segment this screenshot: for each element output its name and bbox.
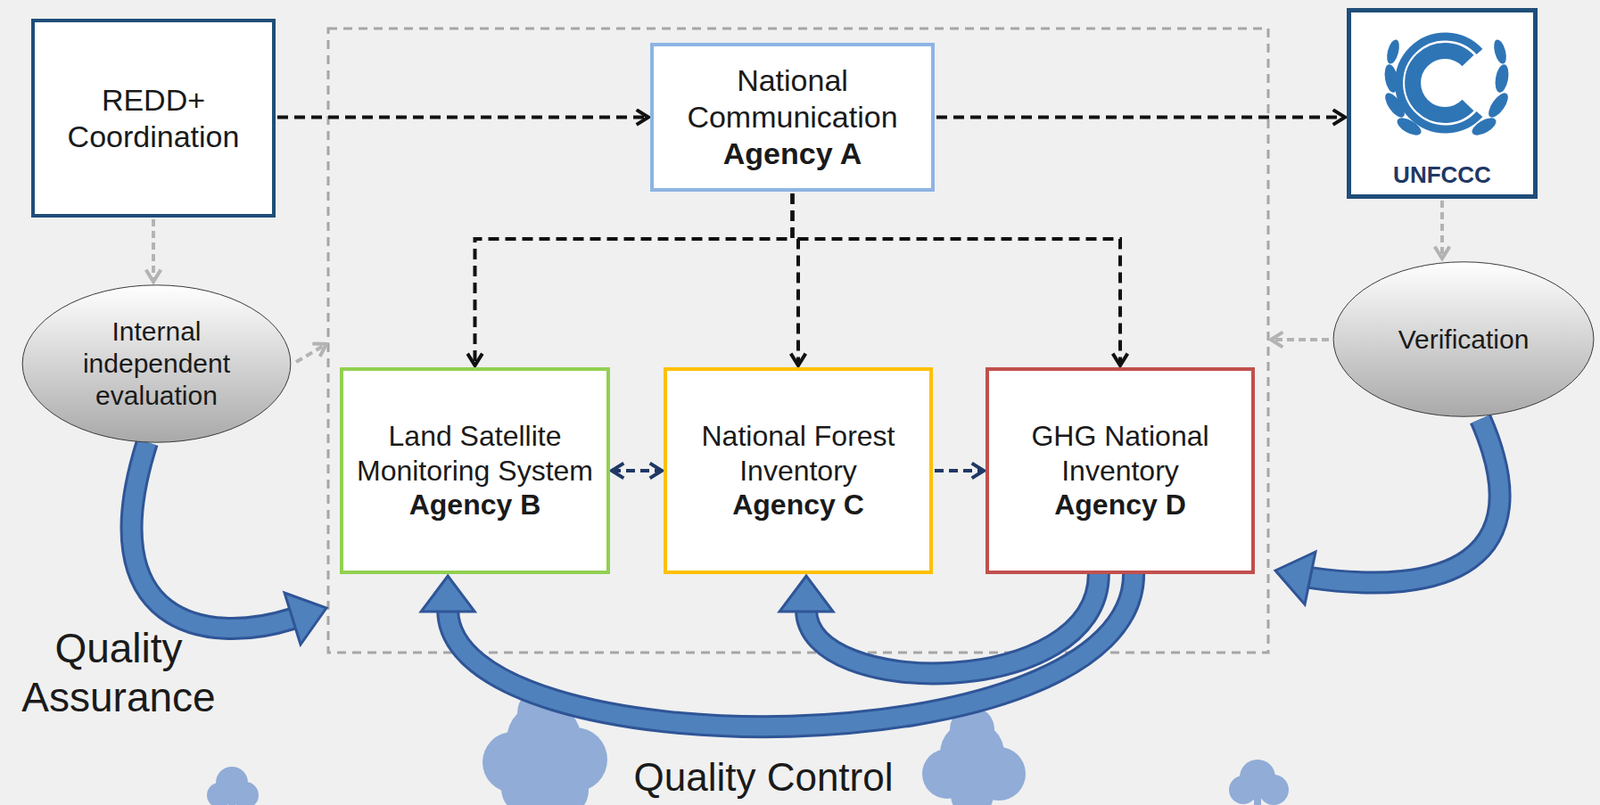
- agency-name: Agency A: [723, 135, 863, 173]
- node-title: National Forest Inventory: [677, 419, 919, 488]
- dashed-arrow: [611, 469, 662, 473]
- dashed-arrow: [475, 193, 793, 366]
- node-title: Internal independent evaluation: [63, 315, 251, 413]
- dashed-arrow: [936, 115, 1345, 120]
- node-title: Land Satellite Monitoring System: [354, 419, 596, 488]
- ellipse-node: Verification: [1331, 260, 1596, 419]
- quality-control-arrow: [420, 574, 1134, 727]
- verification-arrow: [1270, 338, 1329, 342]
- logo-box: UNFCCC: [1346, 8, 1538, 199]
- dashed-arrow: [792, 193, 1122, 366]
- evaluation-arrow: [296, 344, 327, 363]
- node-title: Verification: [1398, 323, 1530, 356]
- ellipse-node: Internal independent evaluation: [20, 283, 293, 445]
- section-label: Quality Control: [626, 754, 900, 802]
- dashed-arrow: [1440, 200, 1444, 259]
- process-box: National Forest InventoryAgency C: [663, 367, 933, 575]
- dashed-arrow: [934, 469, 984, 473]
- logo-text: UNFCCC: [1393, 161, 1492, 190]
- unfccc-logo: [1366, 16, 1527, 150]
- node-title: National Communication: [664, 62, 921, 136]
- process-box: REDD+ Coordination: [31, 18, 276, 218]
- node-title: GHG National Inventory: [999, 419, 1241, 488]
- quality-control-arrow: [779, 574, 1099, 674]
- agency-name: Agency B: [409, 487, 542, 522]
- node-title: REDD+ Coordination: [45, 82, 262, 156]
- process-box: National CommunicationAgency A: [650, 42, 935, 192]
- process-box: GHG National InventoryAgency D: [985, 367, 1255, 575]
- dashed-arrow: [277, 115, 649, 120]
- system-boundary: [328, 28, 1269, 653]
- tree-silhouettes: [206, 686, 1289, 805]
- agency-name: Agency C: [732, 487, 865, 522]
- process-box: Land Satellite Monitoring SystemAgency B: [339, 367, 611, 575]
- dashed-arrow: [151, 219, 156, 282]
- agency-name: Agency D: [1054, 487, 1187, 522]
- section-label: Quality Assurance: [7, 624, 231, 723]
